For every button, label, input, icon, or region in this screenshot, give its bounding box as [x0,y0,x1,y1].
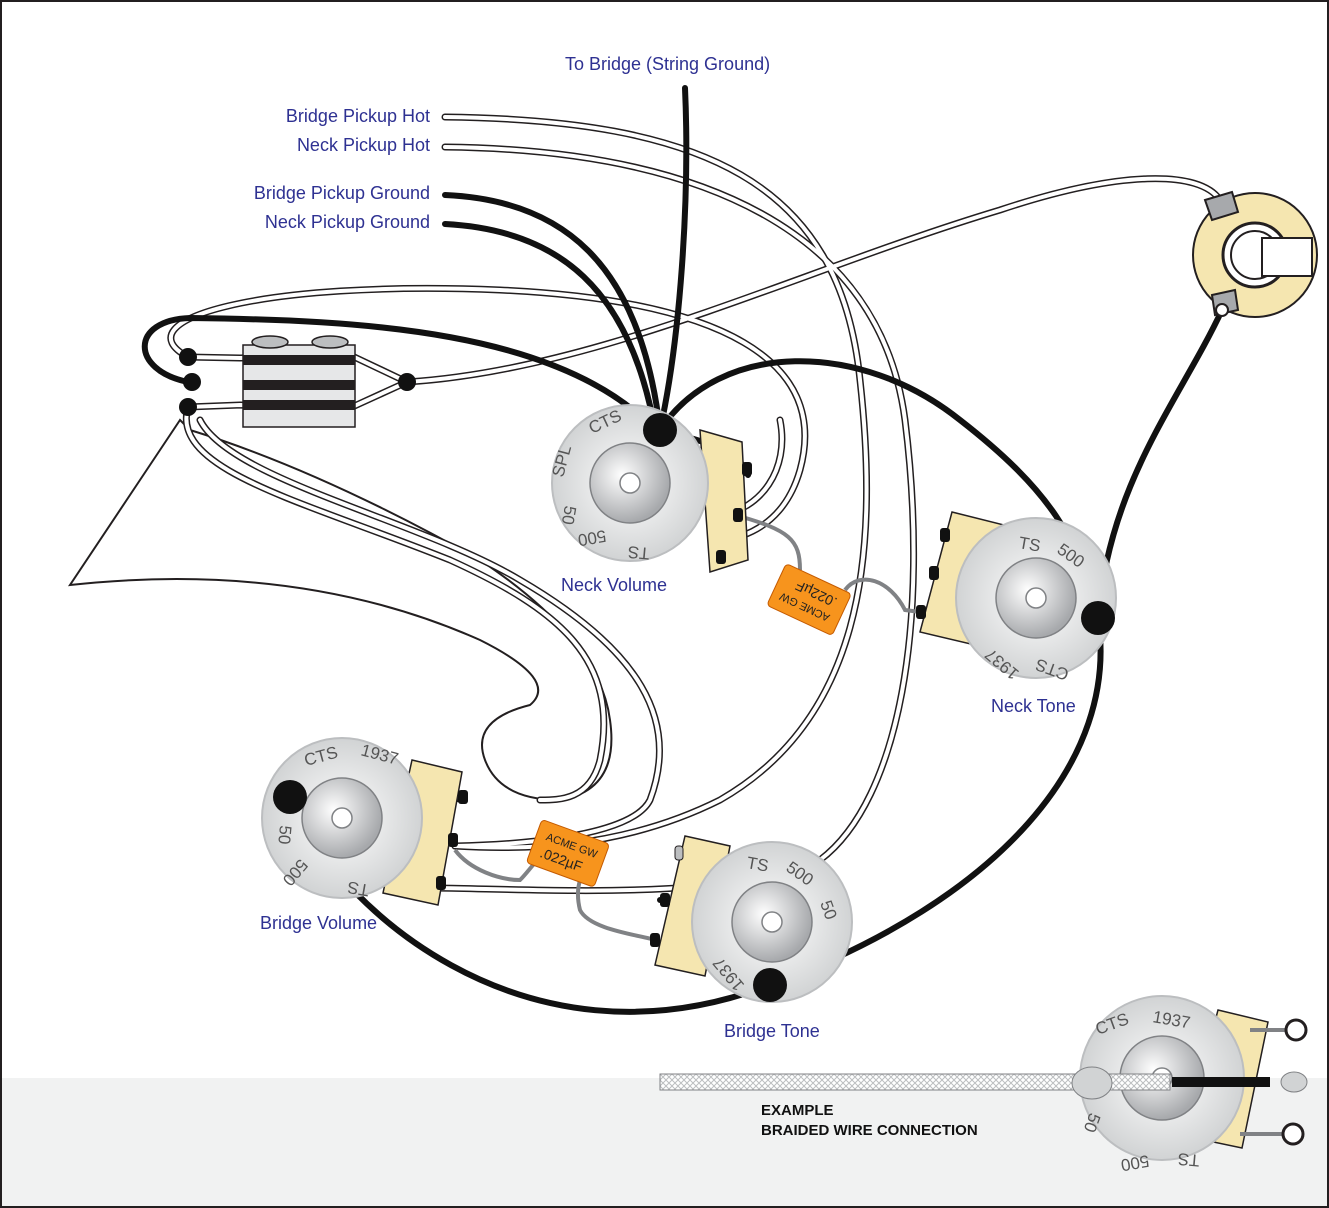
neck-tone-label: Neck Tone [991,696,1076,716]
neck-volume-50-marking: 50 [558,504,580,526]
pickup-selector-switch [179,335,416,428]
bridge-pickup-hot-label: Bridge Pickup Hot [286,106,430,126]
neck-tone-ts-marking: TS [1017,533,1042,555]
bridge-tone-ts-marking: TS [745,853,770,875]
example-label-line1: EXAMPLE [761,1102,834,1119]
bridge-volume-50-marking: 50 [274,825,295,846]
bridge-tone-label: Bridge Tone [724,1021,820,1041]
neck-pickup-hot-label: Neck Pickup Hot [297,135,430,155]
neck-tone-pot: TS 500 CTS 1937 [916,511,1117,684]
bridge-tone-pot: TS 500 50 1937 [650,835,853,1003]
bridge-pickup-ground-label: Bridge Pickup Ground [254,183,430,203]
neck-volume-pot: CTS SPL 50 500 TS [549,404,752,574]
neck-pickup-ground-label: Neck Pickup Ground [265,212,430,232]
solder-joints [273,413,1115,1002]
braided-wire-example: CTS 1937 50 500 TS [659,995,1308,1175]
bridge-volume-label: Bridge Volume [260,913,377,933]
example-500-marking: 500 [1119,1151,1150,1175]
example-label-line2: BRAIDED WIRE CONNECTION [761,1122,978,1139]
neck-tone-capacitor: ACME GW .022µF [767,564,851,635]
example-ts-marking: TS [1177,1149,1200,1170]
bridge-volume-pot: CTS 1937 50 500 TS [261,737,468,906]
to-bridge-label: To Bridge (String Ground) [565,54,770,74]
neck-volume-label: Neck Volume [561,575,667,595]
output-jack [1192,190,1318,318]
bridge-volume-ts-marking: TS [346,877,371,899]
neck-volume-500-marking: 500 [576,526,607,550]
neck-volume-ts-marking: TS [627,542,650,563]
